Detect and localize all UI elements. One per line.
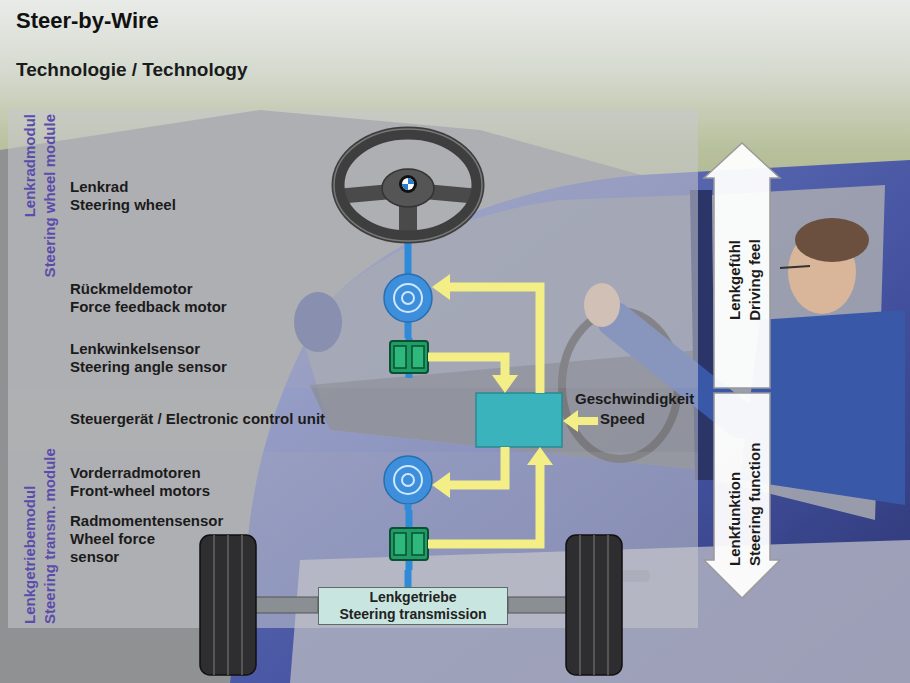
motor-ring <box>394 284 422 312</box>
box-label: Lenkgetriebe <box>369 589 456 606</box>
part-label: Wheel force sensor <box>70 530 190 566</box>
signal-label: Geschwindigkeit <box>575 390 694 408</box>
driver-hair <box>795 218 869 262</box>
axle <box>508 597 570 613</box>
steering-function-arrow <box>704 393 780 598</box>
module-name: Lenkradmodul <box>20 114 40 384</box>
control-unit-box <box>476 393 562 447</box>
control-unit-band <box>8 388 698 452</box>
node-text: LenkradSteering wheel <box>70 178 176 214</box>
motor-ring <box>394 466 422 494</box>
signal-arrow <box>428 357 505 375</box>
part-label: Steering wheel <box>70 196 176 214</box>
part-label: Lenkrad <box>70 178 176 196</box>
sensor-block: LenkwinkelsensorSteering angle sensor <box>62 338 428 378</box>
motor-core <box>402 292 414 304</box>
module-name: Steering transm. module <box>40 456 60 624</box>
sensor-half <box>412 346 424 368</box>
road <box>0 110 910 683</box>
tire <box>566 535 622 675</box>
logo-field <box>402 178 414 190</box>
transmission-box: LenkgetriebeSteering transmission <box>318 587 508 625</box>
module-band: LenkgetriebemodulSteering transm. module… <box>8 452 698 628</box>
wheel-rim <box>338 133 478 237</box>
module-label: LenkgetriebemodulSteering transm. module <box>20 452 60 628</box>
wheel-rim-highlight <box>334 129 482 241</box>
part-label: Radmomentensensor <box>70 512 223 530</box>
wheel-hub <box>382 169 434 207</box>
arrow-label: Steering function <box>746 394 764 566</box>
steering-shaft <box>405 250 412 272</box>
module-band: LenkradmodulSteering wheel moduleLenkrad… <box>8 110 698 388</box>
driver-glasses <box>780 266 810 268</box>
tire <box>200 535 256 675</box>
sensor-half <box>412 533 424 555</box>
subtitle: Technologie / Technology <box>16 58 248 82</box>
sensor-body <box>390 528 428 560</box>
logo-quarter <box>402 184 408 190</box>
part-label: Steuergerät / Electronic control unit <box>70 410 325 428</box>
motor-circle: RückmeldemotorForce feedback motor <box>62 272 432 326</box>
node-text: LenkwinkelsensorSteering angle sensor <box>70 340 227 376</box>
arrow-label: Lenkfunktion <box>726 394 744 566</box>
part-label: Front-wheel motors <box>70 482 210 500</box>
steering-shaft <box>405 504 412 510</box>
node-text: RückmeldemotorForce feedback motor <box>70 280 227 316</box>
sensor-block: RadmomentensensorWheel force sensor <box>62 510 428 570</box>
module-label: LenkradmodulSteering wheel module <box>20 110 60 388</box>
steering-shaft <box>405 570 412 587</box>
signal-arrow <box>450 447 505 485</box>
box-text: LenkgetriebeSteering transmission <box>319 588 507 624</box>
arrow-label: Driving feel <box>746 178 764 382</box>
part-label: Vorderradmotoren <box>70 464 210 482</box>
sensor-half <box>394 533 406 555</box>
diagram-title: Steer-by-Wire <box>16 8 159 34</box>
axle <box>250 597 318 613</box>
signal-label: Speed <box>600 410 645 428</box>
part-label: Force feedback motor <box>70 298 227 316</box>
part-label: Lenkwinkelsensor <box>70 340 227 358</box>
motor-circle: VorderradmotorenFront-wheel motors <box>62 456 432 504</box>
tire-tread <box>214 535 242 675</box>
module-name: Lenkgetriebemodul <box>20 456 40 624</box>
tire-tread <box>580 535 608 675</box>
control-unit: Steuergerät / Electronic control unit <box>62 393 562 447</box>
arrow-label: Lenkgefühl <box>726 178 744 382</box>
logo-quarter <box>408 178 414 184</box>
motor-body <box>384 274 432 322</box>
node-text: VorderradmotorenFront-wheel motors <box>70 464 210 500</box>
speed-arrow <box>563 410 598 432</box>
node-text: Steuergerät / Electronic control unit <box>70 410 325 428</box>
part-label: Steering angle sensor <box>70 358 227 376</box>
steering-wheel: LenkradSteering wheel <box>62 132 482 250</box>
motor-body <box>384 456 432 504</box>
sensor-half <box>394 346 406 368</box>
box-label: Steering transmission <box>339 606 486 623</box>
steering-shaft <box>405 326 412 338</box>
sensor-body <box>390 341 428 373</box>
signal-arrow <box>428 465 540 544</box>
motor-core <box>402 474 414 486</box>
module-name: Steering wheel module <box>40 114 60 384</box>
node-text: RadmomentensensorWheel force sensor <box>70 512 223 566</box>
driving-feel-arrow <box>704 143 780 388</box>
logo-ring <box>399 175 417 193</box>
signal-arrow <box>450 287 540 393</box>
part-label: Rückmeldemotor <box>70 280 227 298</box>
